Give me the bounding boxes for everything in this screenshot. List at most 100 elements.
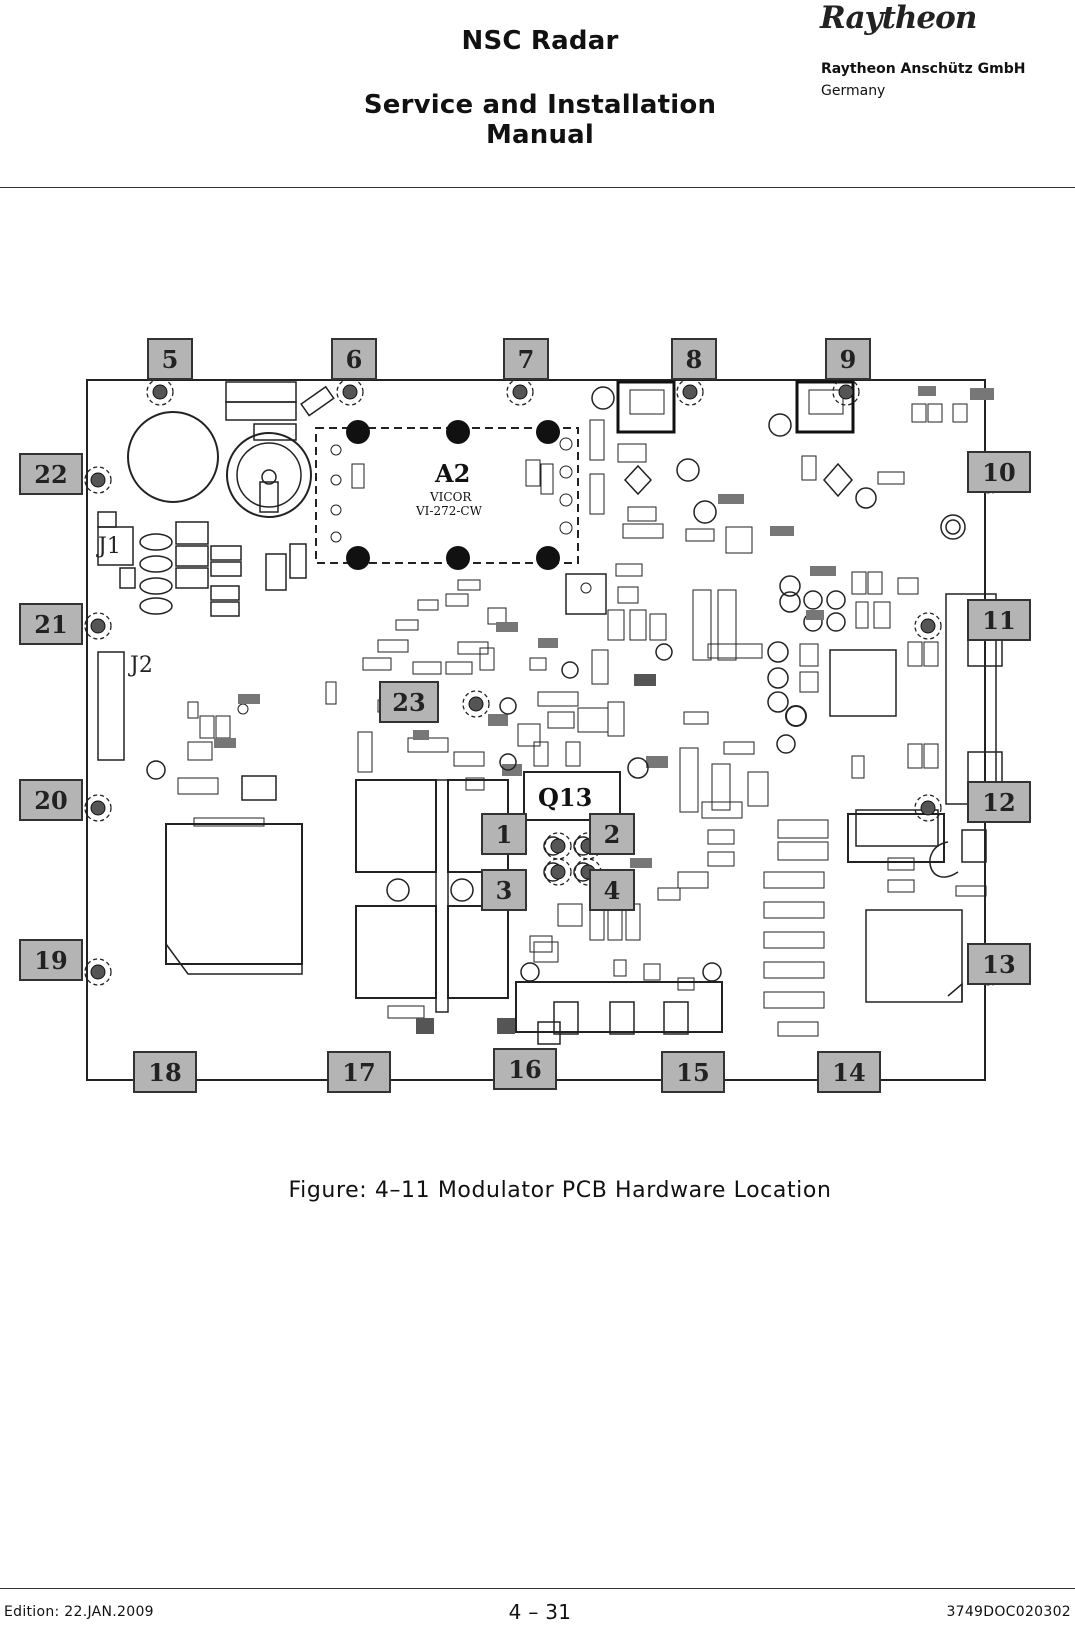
location-marker-label: 21 — [34, 610, 67, 639]
location-marker-label: 14 — [832, 1058, 865, 1087]
location-marker-9: 9 — [825, 338, 871, 380]
location-marker-label: 10 — [982, 458, 1015, 487]
capacitor-large — [127, 411, 219, 503]
location-marker-10: 10 — [967, 451, 1031, 493]
mounting-hole — [544, 858, 572, 886]
location-marker-13: 13 — [967, 943, 1031, 985]
pcb-figure: J1 A2 VICOR VI-272-CW — [18, 332, 1058, 1136]
capacitor-large — [226, 432, 312, 518]
mounting-screw — [90, 964, 106, 980]
location-marker-box — [19, 939, 83, 981]
mounting-hole — [336, 378, 364, 406]
location-marker-box — [147, 338, 193, 380]
location-marker-label: 17 — [342, 1058, 375, 1087]
mounting-hole — [544, 832, 572, 860]
location-marker-label: 5 — [162, 345, 179, 374]
location-marker-label: 18 — [148, 1058, 181, 1087]
mounting-screw — [468, 696, 484, 712]
document-title: NSC Radar — [461, 26, 619, 56]
location-marker-label: 20 — [34, 786, 67, 815]
connector-j2-label: J2 — [128, 653, 153, 678]
component-q13-label: Q13 — [538, 783, 592, 812]
location-marker-18: 18 — [133, 1051, 197, 1093]
module-a2-line1: VICOR — [429, 490, 472, 504]
location-marker-16: 16 — [493, 1048, 557, 1090]
mounting-hole — [914, 794, 942, 822]
location-marker-box — [481, 813, 527, 855]
figure-caption: Figure: 4–11 Modulator PCB Hardware Loca… — [288, 1178, 832, 1203]
module-a2-label: A2 — [434, 459, 470, 488]
company-name: Raytheon Anschütz GmbH — [821, 61, 1026, 77]
location-marker-box — [661, 1051, 725, 1093]
location-marker-11: 11 — [967, 599, 1031, 641]
location-marker-4: 4 — [589, 869, 635, 911]
location-marker-box — [19, 453, 83, 495]
location-marker-box — [19, 603, 83, 645]
location-marker-label: 19 — [34, 946, 67, 975]
location-marker-7: 7 — [503, 338, 549, 380]
location-marker-label: 13 — [982, 950, 1015, 979]
location-marker-box — [967, 599, 1031, 641]
location-marker-box — [967, 451, 1031, 493]
location-marker-22: 22 — [19, 453, 83, 495]
location-marker-label: 23 — [392, 688, 425, 717]
mounting-hole — [914, 612, 942, 640]
company-country: Germany — [821, 83, 886, 99]
location-marker-box — [671, 338, 717, 380]
location-marker-23: 23 — [379, 681, 439, 723]
location-marker-label: 16 — [508, 1055, 541, 1084]
location-marker-label: 6 — [346, 345, 363, 374]
mounting-screw — [342, 384, 358, 400]
mounting-screw — [550, 864, 566, 880]
mounting-screw — [152, 384, 168, 400]
mounting-hole — [506, 378, 534, 406]
location-marker-label: 12 — [982, 788, 1015, 817]
location-marker-box — [481, 869, 527, 911]
location-marker-label: 22 — [34, 460, 67, 489]
location-marker-6: 6 — [331, 338, 377, 380]
location-marker-label: 11 — [982, 606, 1015, 635]
location-marker-box — [503, 338, 549, 380]
location-marker-box — [967, 943, 1031, 985]
location-marker-box — [133, 1051, 197, 1093]
location-marker-14: 14 — [817, 1051, 881, 1093]
connector-j1-label: J1 — [96, 534, 121, 559]
location-marker-label: 3 — [496, 876, 513, 905]
header-rule — [0, 187, 1075, 188]
footer-edition: Edition: 22.JAN.2009 — [4, 1604, 154, 1620]
location-marker-label: 4 — [604, 876, 621, 905]
location-marker-5: 5 — [147, 338, 193, 380]
mounting-hole — [832, 378, 860, 406]
location-marker-box — [817, 1051, 881, 1093]
location-marker-12: 12 — [967, 781, 1031, 823]
location-marker-label: 8 — [686, 345, 703, 374]
mounting-screw — [550, 838, 566, 854]
location-marker-box — [331, 338, 377, 380]
pcb-drawing: J1 A2 VICOR VI-272-CW — [19, 338, 1031, 1093]
mounting-hole — [84, 612, 112, 640]
mounting-screw — [90, 618, 106, 634]
footer-rule — [0, 1588, 1075, 1589]
location-marker-box — [19, 779, 83, 821]
location-marker-box — [379, 681, 439, 723]
location-marker-label: 7 — [518, 345, 535, 374]
location-marker-2: 2 — [589, 813, 635, 855]
mounting-screw — [90, 800, 106, 816]
location-marker-3: 3 — [481, 869, 527, 911]
location-marker-21: 21 — [19, 603, 83, 645]
mounting-hole — [84, 958, 112, 986]
mounting-screw — [920, 618, 936, 634]
footer-page-number: 4 – 31 — [508, 1600, 572, 1624]
location-marker-box — [493, 1048, 557, 1090]
mounting-hole — [676, 378, 704, 406]
mounting-screw — [90, 472, 106, 488]
mounting-hole — [146, 378, 174, 406]
mounting-hole — [84, 466, 112, 494]
location-marker-15: 15 — [661, 1051, 725, 1093]
mounting-hole — [462, 690, 490, 718]
mounting-screw — [838, 384, 854, 400]
location-marker-label: 9 — [840, 345, 857, 374]
location-marker-box — [825, 338, 871, 380]
location-marker-label: 1 — [496, 820, 513, 849]
